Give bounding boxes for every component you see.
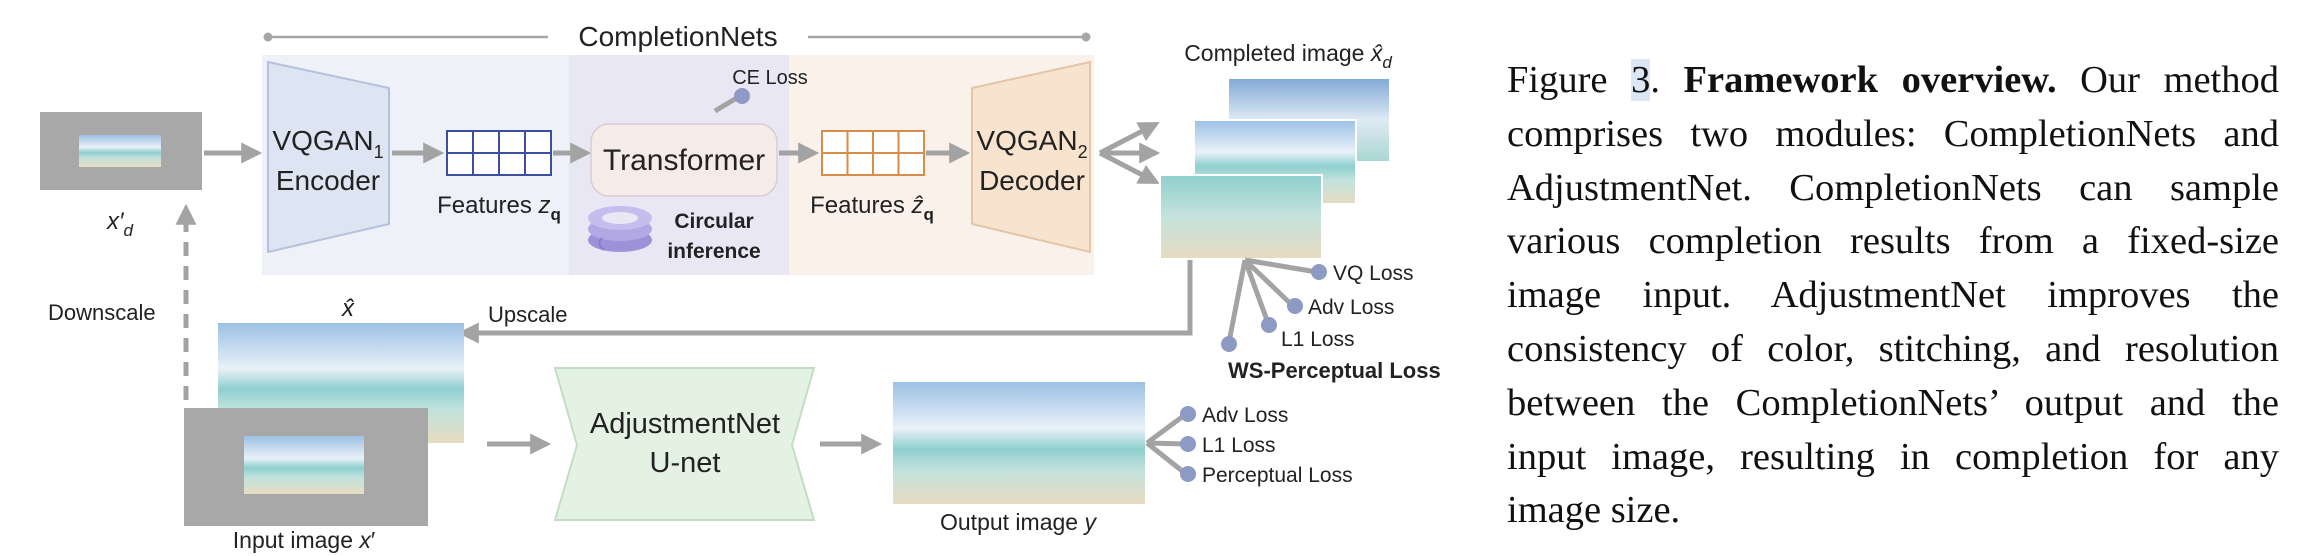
downscale-label: Downscale <box>48 300 156 325</box>
transformer-block <box>590 123 778 197</box>
loss-top-vq: VQ Loss <box>1333 262 1414 285</box>
top-loss-fan <box>1226 257 1318 343</box>
features-zq-label: Features zq <box>437 192 561 224</box>
features-zq-hat-label: Features ẑq <box>810 192 934 224</box>
caption-period: . <box>1650 59 1660 101</box>
decoder-subtitle: Decoder <box>979 165 1085 196</box>
loss-bottom-adv: Adv Loss <box>1202 404 1288 427</box>
output-image-label: Output image y <box>940 509 1097 535</box>
circular-inference-line2: inference <box>667 240 760 263</box>
features-zq-grid <box>446 130 552 176</box>
adjustmentnet-block <box>553 367 816 521</box>
encoder-title: VQGAN1 <box>272 125 383 162</box>
circular-inference-line1: Circular <box>674 210 753 233</box>
upscale-label: Upscale <box>488 302 567 327</box>
figure-number: 3 <box>1631 59 1651 101</box>
input-image <box>184 408 428 526</box>
xd-prime-label: x′d <box>106 208 134 240</box>
vqgan2-decoder-block <box>971 60 1091 254</box>
adjustmentnet-subtitle: U-net <box>650 447 721 479</box>
figure-label: Figure <box>1507 59 1608 101</box>
x-hat-label: x̂ <box>341 295 355 322</box>
completed-image-stack <box>1159 77 1391 260</box>
loss-top-adv: Adv Loss <box>1308 296 1394 319</box>
input-image-label: Input image x′ <box>233 527 375 553</box>
features-zq-hat-grid <box>821 130 925 176</box>
vqgan1-encoder-block <box>267 60 390 254</box>
bottom-l1-loss-dot <box>1180 436 1196 452</box>
bottom-perceptual-loss-dot <box>1180 466 1196 482</box>
l1-loss-dot <box>1261 317 1277 333</box>
ce-loss-dot <box>734 88 750 104</box>
completionnets-bracket: CompletionNets <box>263 21 1091 52</box>
circular-inference-icon <box>588 206 652 252</box>
bottom-adv-loss-dot <box>1180 406 1196 422</box>
downscaled-input-image <box>40 112 202 190</box>
output-panorama <box>893 382 1145 504</box>
loss-bottom-l1: L1 Loss <box>1202 434 1276 457</box>
completed-image-label: Completed image x̂d <box>1184 40 1392 72</box>
loss-top-l1: L1 Loss <box>1281 328 1355 351</box>
vq-loss-dot <box>1311 264 1327 280</box>
caption-title: Framework overview. <box>1683 59 2057 101</box>
caption-body: Our method comprises two modules: Comple… <box>1507 59 2280 532</box>
ws-perceptual-loss-label: WS-Perceptual Loss <box>1228 358 1441 383</box>
ws-perceptual-loss-dot <box>1221 336 1237 352</box>
adjustmentnet-title: AdjustmentNet <box>590 408 780 440</box>
ce-loss-label: CE Loss <box>732 67 808 89</box>
arrow-upscale <box>457 260 1193 344</box>
decoder-title: VQGAN2 <box>976 125 1087 162</box>
completionnets-label: CompletionNets <box>578 21 777 52</box>
fan-arrows-to-completed <box>1098 121 1161 185</box>
transformer-label: Transformer <box>603 144 765 177</box>
figure-caption: Figure 3. Framework overview. Our method… <box>1507 54 2279 538</box>
encoder-subtitle: Encoder <box>276 165 380 196</box>
loss-bottom-perceptual: Perceptual Loss <box>1202 464 1353 487</box>
adv-loss-dot <box>1287 298 1303 314</box>
bottom-loss-fan <box>1145 411 1188 476</box>
framework-diagram: CompletionNets x′d VQGAN1 Encoder Featur… <box>40 21 1441 553</box>
